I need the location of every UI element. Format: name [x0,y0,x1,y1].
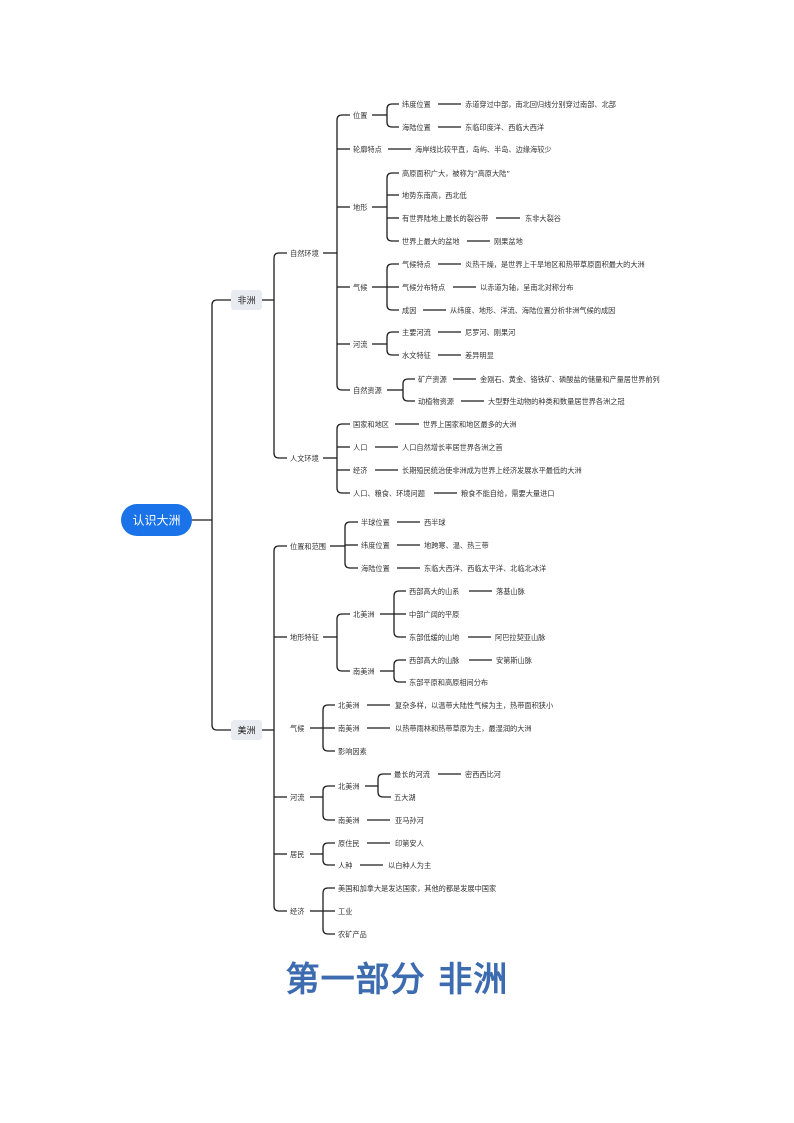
text-great-lakes[interactable]: 五大湖 [394,793,416,802]
america-subtree: 位置和范围 半球位置 西半球 纬度位置 地跨寒、温、热三带 海陆位置 东临大西洋… [290,518,553,939]
branch-america[interactable]: 美洲 [231,720,262,740]
text-main-rivers: 尼罗河、刚果河 [465,328,515,337]
node-am-terrain[interactable]: 地形特征 [290,633,319,642]
connector-lines [192,103,415,935]
node-climate-na[interactable]: 北美洲 [338,701,360,710]
node-sea-land-position[interactable]: 海陆位置 [402,123,431,132]
node-bio-resources[interactable]: 动植物资源 [418,397,454,406]
node-location[interactable]: 位置 [353,111,367,120]
section-title: 第一部分 非洲 [285,960,509,1000]
text-mineral-resources: 金刚石、黄金、铬铁矿、磷酸盐的储量和产量居世界前列 [480,375,660,384]
text-andes: 安第斯山脉 [496,656,532,665]
node-latitude-position[interactable]: 纬度位置 [402,100,431,109]
node-climate-factors[interactable]: 影响因素 [338,747,367,756]
root-label: 认识大洲 [132,514,180,528]
text-climate-sa: 以热带雨林和热带草原为主，最湿润的大洲 [395,724,532,733]
text-east-african-rift: 东非大裂谷 [525,214,561,223]
text-latitude-position: 赤道穿过中部，南北回归线分别穿过南部、北部 [465,100,616,109]
node-countries[interactable]: 国家和地区 [353,420,389,429]
text-rocky-mountains: 落基山脉 [496,587,525,596]
node-terrain-sa[interactable]: 南美洲 [353,667,375,676]
text-climate-distribution: 以赤道为轴，呈南北对称分布 [480,283,573,292]
node-hemisphere[interactable]: 半球位置 [361,518,390,527]
node-am-rivers[interactable]: 河流 [290,793,304,802]
text-sea-land-position: 东临印度洋、西临大西洋 [465,123,544,132]
node-position-range[interactable]: 位置和范围 [290,542,326,551]
text-sa-east-plains[interactable]: 东部平原和高原相间分布 [409,678,488,687]
text-hydrology: 差异明显 [465,351,494,360]
text-countries: 世界上国家和地区最多的大洲 [423,420,516,429]
node-human-environment[interactable]: 人文环境 [290,454,319,463]
node-climate-distribution[interactable]: 气候分布特点 [402,283,445,292]
node-natural-environment[interactable]: 自然环境 [290,249,319,258]
node-race[interactable]: 人种 [338,861,352,870]
text-developed-countries[interactable]: 美国和加拿大是发达国家，其他的都是发展中国家 [338,884,496,893]
text-climate-feature: 炎热干燥，是世界上干旱地区和热带草原面积最大的大洲 [465,260,645,269]
text-terrain-basin[interactable]: 世界上最大的盆地 [402,237,460,246]
text-natives: 印第安人 [395,839,424,848]
node-rivers-na[interactable]: 北美洲 [338,782,360,791]
node-climate-sa[interactable]: 南美洲 [338,724,360,733]
text-economy: 长期殖民统治使非洲成为世界上经济发展水平最低的大洲 [402,466,582,475]
branch-africa[interactable]: 非洲 [231,290,262,310]
text-population: 人口自然增长率居世界各洲之首 [402,443,503,452]
node-hydrology[interactable]: 水文特征 [402,351,431,360]
text-agri-mineral[interactable]: 农矿产品 [338,930,367,939]
text-na-central-plain[interactable]: 中部广阔的平原 [409,610,459,619]
node-am-climate[interactable]: 气候 [290,724,304,733]
text-terrain-plateau[interactable]: 高原面积广大，被称为“高原大陆” [402,169,510,178]
text-race: 以白种人为主 [388,861,431,870]
text-coastline: 海岸线比较平直，岛屿、半岛、边缘海较少 [415,145,552,154]
text-na-west-mountains[interactable]: 西部高大的山系 [409,587,459,596]
branch-america-label: 美洲 [237,725,255,737]
dash-connectors [360,103,520,866]
node-coastline[interactable]: 轮廓特点 [353,145,382,154]
text-am-latitude: 地跨寒、温、热三带 [424,541,489,550]
text-terrain-elevation[interactable]: 地势东南高，西北低 [402,191,467,200]
node-natives[interactable]: 原住民 [338,839,360,848]
text-congo-basin: 刚果盆地 [494,237,523,246]
node-climate[interactable]: 气候 [353,283,367,292]
text-bio-resources: 大型野生动物的种类和数量居世界各洲之冠 [488,397,625,406]
node-terrain-na[interactable]: 北美洲 [353,610,375,619]
text-appalachian: 阿巴拉契亚山脉 [495,633,545,642]
text-industry[interactable]: 工业 [338,907,352,916]
node-am-sea-land[interactable]: 海陆位置 [361,564,390,573]
text-hemisphere: 西半球 [424,518,446,527]
node-climate-cause[interactable]: 成因 [402,306,416,315]
node-economy[interactable]: 经济 [353,466,367,475]
text-climate-na: 复杂多样，以温带大陆性气候为主，热带面积狭小 [395,701,553,710]
africa-subtree: 自然环境 人文环境 位置 纬度位置 赤道穿过中部，南北回归线分别穿过南部、北部 … [290,100,660,498]
root-node[interactable]: 认识大洲 [121,504,192,536]
node-natural-resources[interactable]: 自然资源 [353,386,382,395]
text-terrain-rift[interactable]: 有世界陆地上最长的裂谷带 [402,214,488,223]
text-am-sea-land: 东临大西洋、西临太平洋、北临北冰洋 [424,564,546,573]
text-sa-west-mountains[interactable]: 西部高大的山脉 [409,656,459,665]
node-population[interactable]: 人口 [353,443,367,452]
text-issues: 粮食不能自给，需要大量进口 [461,489,554,498]
node-terrain[interactable]: 地形 [353,203,367,212]
node-am-economy[interactable]: 经济 [290,907,304,916]
node-rivers-sa[interactable]: 南美洲 [338,816,360,825]
text-na-east-mountains[interactable]: 东部低缓的山地 [409,633,459,642]
text-amazon: 亚马孙河 [395,816,424,825]
node-am-latitude[interactable]: 纬度位置 [361,541,390,550]
node-residents[interactable]: 居民 [290,850,304,859]
branch-africa-label: 非洲 [237,295,255,307]
text-mississippi: 密西西比河 [465,770,501,779]
node-climate-feature[interactable]: 气候特点 [402,260,431,269]
node-longest-river[interactable]: 最长的河流 [394,770,430,779]
node-main-rivers[interactable]: 主要河流 [402,328,431,337]
node-issues[interactable]: 人口、粮食、环境问题 [353,489,425,498]
node-mineral-resources[interactable]: 矿产资源 [418,375,447,384]
node-rivers[interactable]: 河流 [353,340,367,349]
text-climate-cause: 从纬度、地形、洋流、海陆位置分析非洲气候的成因 [450,306,615,315]
